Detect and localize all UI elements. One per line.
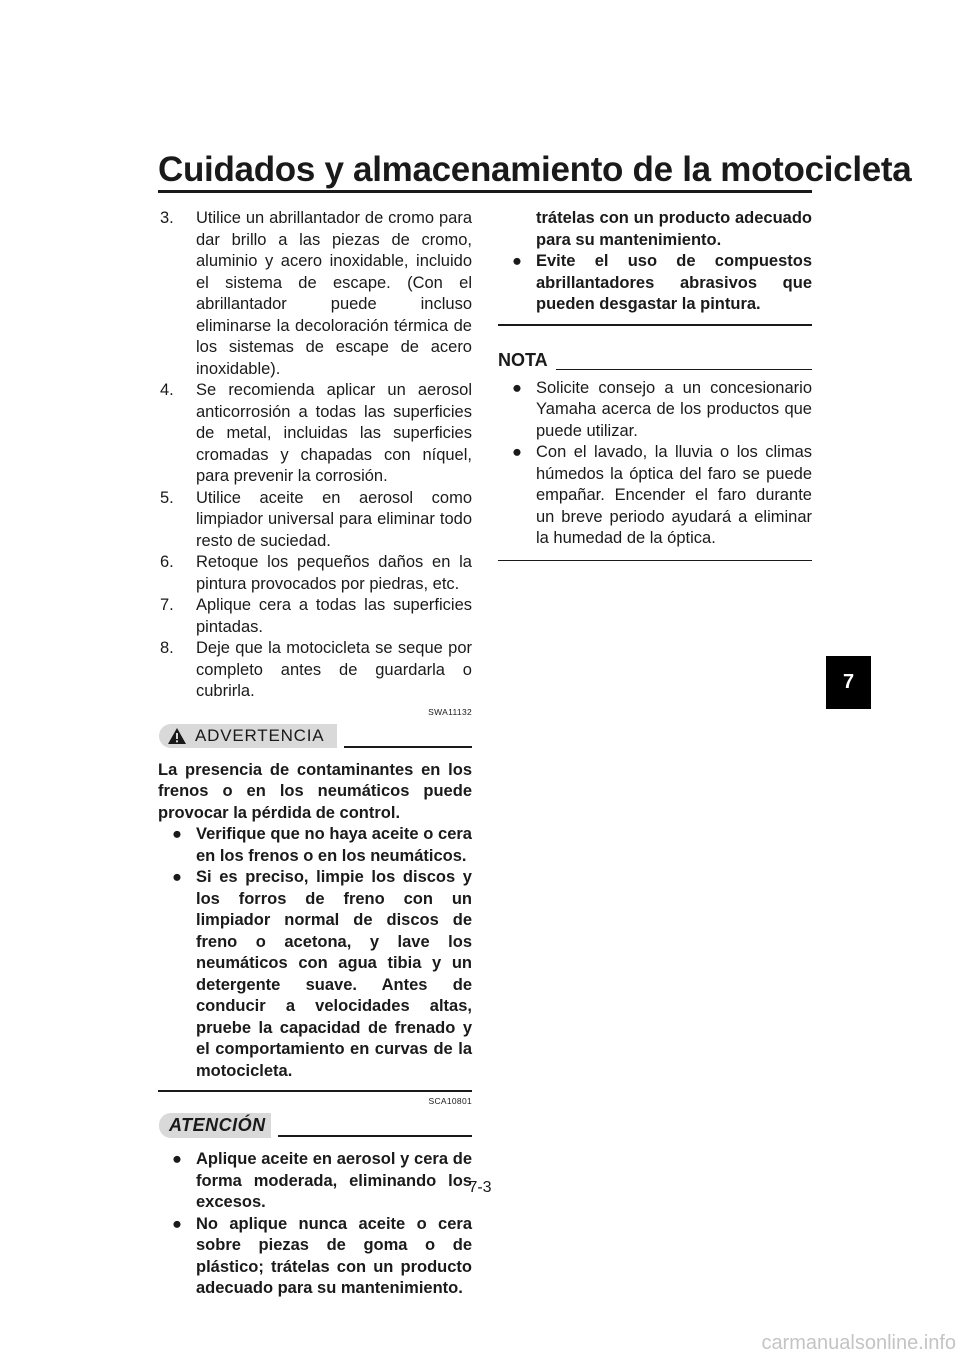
notice-end-rule [498, 323, 812, 326]
bullet-text: Evite el uso de compuestos abrillantador… [536, 252, 812, 313]
nota-header: NOTA [498, 348, 812, 372]
step-number: 4. [160, 381, 174, 399]
bullet-icon: ● [512, 252, 522, 270]
step-text: Retoque los pequeños daños en la pintura… [196, 553, 472, 593]
bullet-icon: ● [172, 1214, 182, 1233]
right-column: trátelas con un producto adecuado para s… [498, 208, 812, 561]
warning-header-line [344, 745, 472, 748]
page-title: Cuidados y almacenamiento de la motocicl… [158, 150, 912, 189]
step-7: 7. Aplique cera a todas las superficies p… [158, 595, 472, 638]
bullet-text: Verifique que no haya aceite o cera en l… [196, 825, 472, 865]
nota-end-rule [498, 559, 812, 561]
step-3: 3. Utilice un abrillantador de cromo para… [158, 208, 472, 380]
step-text: Utilice aceite en aerosol como limpiador… [196, 488, 472, 550]
notice-bullet: ● Aplique aceite en aerosol y cera de for… [158, 1149, 472, 1214]
warning-bullet: ● Si es preciso, limpie los discos y los … [158, 867, 472, 1082]
left-column: 3. Utilice un abrillantador de cromo para… [158, 208, 472, 1300]
step-number: 8. [160, 639, 174, 657]
step-8: 8. Deje que la motocicleta se seque por c… [158, 638, 472, 703]
bullet-icon: ● [172, 1150, 182, 1168]
notice-label: ATENCIÓN [159, 1113, 271, 1138]
step-text: Aplique cera a todas las superficies pin… [196, 596, 472, 636]
bullet-text: Con el lavado, la lluvia o los climas hú… [536, 443, 812, 547]
step-number: 5. [160, 488, 174, 507]
nota-bullet: ● Solicite consejo a un concesionario Yam… [498, 378, 812, 443]
title-underline [158, 190, 812, 193]
warning-intro: La presencia de contaminantes en los fre… [158, 760, 472, 822]
notice-bullet-continued: trátelas con un producto adecuado para s… [498, 208, 812, 251]
warning-triangle-icon [168, 727, 186, 744]
step-6: 6. Retoque los pequeños daños en la pintu… [158, 552, 472, 595]
step-number: 3. [160, 209, 174, 227]
step-4: 4. Se recomienda aplicar un aerosol antic… [158, 380, 472, 488]
chapter-tab: 7 [826, 656, 871, 709]
warning-code: SWA11132 [428, 706, 472, 717]
bullet-text: Solicite consejo a un concesionario Yama… [536, 378, 812, 440]
notice-header-line [278, 1135, 472, 1137]
warning-badge: ADVERTENCIA [159, 723, 337, 748]
step-text: Deje que la motocicleta se seque por com… [196, 639, 472, 700]
bullet-icon: ● [512, 378, 522, 397]
bullet-icon: ● [172, 825, 182, 843]
bullet-text: Aplique aceite en aerosol y cera de form… [196, 1150, 472, 1211]
step-number: 6. [160, 553, 174, 571]
bullet-text: trátelas con un producto adecuado para s… [536, 209, 812, 249]
notice-bullet: ● No aplique nunca aceite o cera sobre pi… [158, 1214, 472, 1300]
warning-header: ADVERTENCIA [158, 722, 472, 752]
step-number: 7. [160, 596, 174, 614]
bullet-icon: ● [512, 443, 522, 461]
warning-bullet: ● Verifique que no haya aceite o cera en … [158, 824, 472, 867]
step-text: Se recomienda aplicar un aerosol anticor… [196, 381, 472, 485]
bullet-icon: ● [172, 868, 182, 886]
nota-label: NOTA [498, 349, 548, 370]
step-5: 5. Utilice aceite en aerosol como limpiad… [158, 488, 472, 553]
bullet-text: Si es preciso, limpie los discos y los f… [196, 868, 472, 1080]
watermark: carmanualsonline.info [761, 1332, 956, 1354]
step-text: Utilice un abrillantador de cromo para d… [196, 209, 472, 378]
nota-header-line [556, 368, 812, 370]
warning-end-rule [158, 1090, 472, 1092]
nota-bullet: ● Con el lavado, la lluvia o los climas h… [498, 442, 812, 550]
notice-header: ATENCIÓN [158, 1111, 472, 1141]
notice-code: SCA10801 [428, 1096, 472, 1106]
bullet-text: No aplique nunca aceite o cera sobre pie… [196, 1214, 472, 1298]
notice-bullet: ● Evite el uso de compuestos abrillantado… [498, 251, 812, 316]
page-number: 7-3 [468, 1179, 492, 1196]
warning-label: ADVERTENCIA [195, 725, 325, 745]
